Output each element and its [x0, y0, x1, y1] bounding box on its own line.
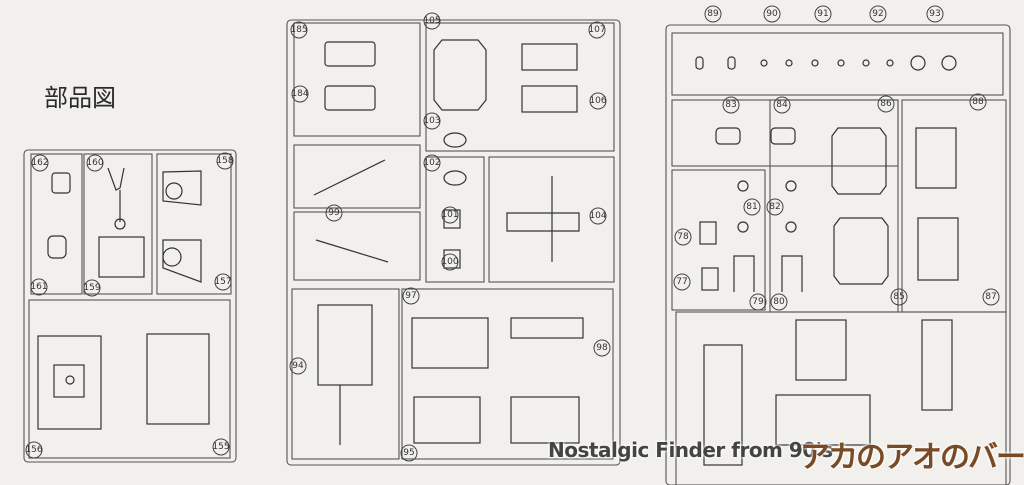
part-number-78: 78	[674, 228, 692, 246]
part-number-103: 103	[423, 112, 441, 130]
svg-text:162: 162	[31, 158, 48, 168]
part-number-105: 105	[423, 12, 441, 30]
part-number-159: 159	[83, 279, 101, 297]
svg-text:87: 87	[985, 292, 996, 302]
svg-text:158: 158	[216, 156, 233, 166]
part-number-97: 97	[402, 287, 420, 305]
part-number-82: 82	[766, 198, 784, 216]
svg-text:107: 107	[588, 25, 605, 35]
part-number-107: 107	[588, 21, 606, 39]
part-number-156: 156	[25, 441, 43, 459]
svg-text:83: 83	[725, 100, 736, 110]
svg-text:92: 92	[872, 9, 883, 19]
part-number-93: 93	[926, 5, 944, 23]
sprue-left	[23, 149, 237, 463]
part-number-162: 162	[31, 154, 49, 172]
part-number-100: 100	[441, 253, 459, 271]
svg-text:106: 106	[589, 96, 606, 106]
svg-text:105: 105	[423, 16, 440, 26]
part-number-81: 81	[743, 198, 761, 216]
part-number-157: 157	[214, 273, 232, 291]
svg-text:104: 104	[589, 211, 606, 221]
svg-text:101: 101	[441, 210, 458, 220]
part-number-102: 102	[423, 154, 441, 172]
watermark-text: Nostalgic Finder from 90's	[548, 438, 833, 462]
part-number-89: 89	[704, 5, 722, 23]
part-number-labels: 162 160 158 161 159 157 156 155 185 105 107 184 103 1…	[25, 5, 1000, 462]
svg-text:98: 98	[596, 343, 608, 353]
sprue-right	[665, 24, 1011, 485]
svg-text:88: 88	[972, 97, 984, 107]
svg-text:102: 102	[423, 158, 440, 168]
svg-text:97: 97	[405, 291, 416, 301]
part-number-101: 101	[441, 206, 459, 224]
part-number-92: 92	[869, 5, 887, 23]
svg-text:94: 94	[292, 361, 304, 371]
part-number-158: 158	[216, 152, 234, 170]
part-number-91: 91	[814, 5, 832, 23]
watermark-logo: アカのアオのバー	[800, 440, 1024, 475]
part-number-161: 161	[30, 278, 48, 296]
svg-text:157: 157	[214, 277, 231, 287]
part-number-84: 84	[773, 96, 791, 114]
part-number-85: 85	[890, 288, 908, 306]
svg-text:81: 81	[746, 202, 757, 212]
part-number-184: 184	[291, 85, 309, 103]
svg-text:95: 95	[403, 448, 414, 458]
svg-text:100: 100	[441, 257, 458, 267]
part-number-94: 94	[289, 357, 307, 375]
svg-text:89: 89	[707, 9, 719, 19]
svg-text:161: 161	[30, 282, 47, 292]
svg-text:90: 90	[766, 9, 778, 19]
svg-text:103: 103	[423, 116, 440, 126]
part-number-185: 185	[290, 21, 308, 39]
svg-text:91: 91	[817, 9, 828, 19]
svg-text:99: 99	[328, 208, 340, 218]
part-number-79: 79	[749, 293, 767, 311]
part-number-88: 88	[969, 93, 987, 111]
svg-text:184: 184	[291, 89, 308, 99]
part-number-86: 86	[877, 95, 895, 113]
svg-text:82: 82	[769, 202, 780, 212]
part-number-83: 83	[722, 96, 740, 114]
part-number-95: 95	[400, 444, 418, 462]
sprue-middle	[286, 19, 621, 466]
svg-text:159: 159	[83, 283, 100, 293]
svg-text:185: 185	[290, 25, 307, 35]
part-number-99: 99	[325, 204, 343, 222]
part-number-98: 98	[593, 339, 611, 357]
part-number-80: 80	[770, 293, 788, 311]
svg-text:79: 79	[752, 297, 764, 307]
svg-text:78: 78	[677, 232, 689, 242]
part-number-90: 90	[763, 5, 781, 23]
part-number-77: 77	[673, 273, 691, 291]
svg-text:93: 93	[929, 9, 940, 19]
part-number-104: 104	[589, 207, 607, 225]
svg-text:77: 77	[676, 277, 687, 287]
svg-text:155: 155	[212, 442, 229, 452]
part-number-87: 87	[982, 288, 1000, 306]
svg-text:156: 156	[25, 445, 42, 455]
part-number-106: 106	[589, 92, 607, 110]
part-number-155: 155	[212, 438, 230, 456]
svg-text:86: 86	[880, 99, 892, 109]
svg-text:80: 80	[773, 297, 785, 307]
svg-text:85: 85	[893, 292, 904, 302]
svg-text:84: 84	[776, 100, 788, 110]
part-number-160: 160	[86, 154, 104, 172]
page-title: 部品図	[44, 84, 116, 112]
svg-text:160: 160	[86, 158, 103, 168]
